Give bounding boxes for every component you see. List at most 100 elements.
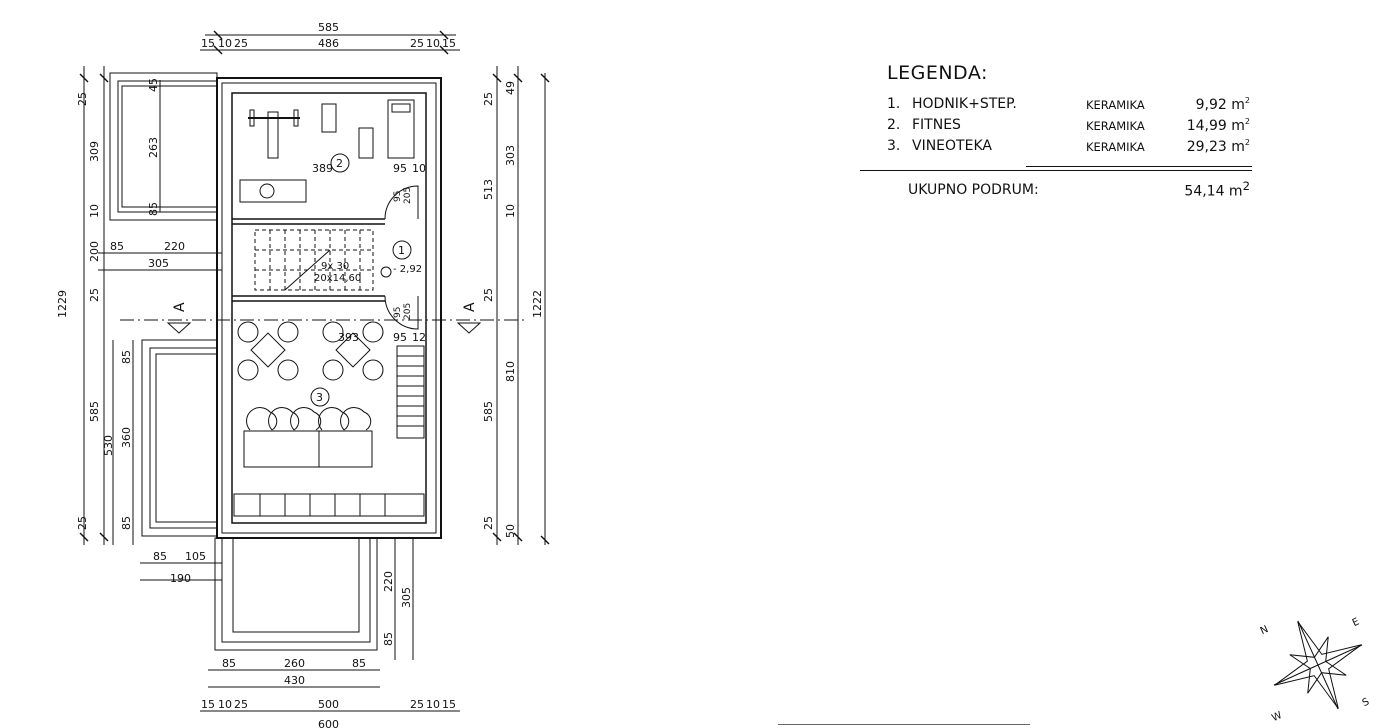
dim-well2-85b: 85	[120, 516, 133, 530]
light-well-top-left	[109, 72, 218, 221]
dim-mid-220: 220	[164, 240, 185, 253]
dim-right-bottom-stack: 25	[482, 516, 495, 530]
legend-rule-short	[1026, 166, 1252, 167]
legend-area: 9,92 m2	[1195, 96, 1250, 113]
bottom-divider	[778, 724, 1030, 725]
legend-num: 3.	[887, 138, 901, 154]
legend-row-1: 1. HODNIK+STEP. KERAMIKA 9,92 m2	[860, 96, 1260, 117]
outer-wall-inner	[221, 82, 437, 534]
dim-left-bottom-stack: 25	[76, 516, 89, 530]
dim-br-220: 220	[382, 571, 395, 592]
dim-right-25: 25	[482, 288, 495, 302]
dim-br-305: 305	[400, 587, 413, 608]
dim-bot-85: 85	[222, 657, 236, 670]
dim-top-25r: 25	[410, 37, 424, 50]
dim-top-overall: 585	[318, 21, 339, 34]
door2-width: 95	[393, 331, 407, 344]
dim-left-585: 585	[88, 401, 101, 422]
level-mark: - 2,92	[393, 264, 422, 275]
dim-well-263: 263	[147, 137, 160, 158]
dim-bot-25: 25	[234, 698, 248, 711]
compass-w: W	[1270, 710, 1284, 724]
dim-bot-430: 430	[284, 674, 305, 687]
legend-material: KERAMIKA	[1086, 119, 1145, 133]
legend-total-area: 54,14 m2	[1184, 179, 1250, 200]
door-swing-1	[384, 185, 419, 220]
bar-counter	[243, 430, 373, 468]
wine-rack-bottom	[233, 493, 425, 517]
dim-top-486: 486	[318, 37, 339, 50]
compass-rose: N E S W	[1259, 616, 1371, 724]
dim-well2-530: 530	[102, 435, 115, 456]
section-label-right: A	[462, 302, 478, 312]
legend-rule	[860, 170, 1252, 171]
legend-room-name: HODNIK+STEP.	[912, 96, 1017, 112]
room-number-1: 1	[398, 244, 405, 257]
stair-rise: 20x14,60	[314, 273, 361, 284]
dim-right-10: 10	[504, 204, 517, 218]
legend-material: KERAMIKA	[1086, 98, 1145, 112]
dim-right-50: 50	[504, 524, 517, 538]
dim-bot-15r: 15	[442, 698, 456, 711]
dim-right-585: 585	[482, 401, 495, 422]
door1-205: 205	[403, 187, 413, 204]
dim-bot-10r: 10	[426, 698, 440, 711]
stair-steps: 9x 30	[321, 261, 349, 272]
door-swing-2	[384, 295, 419, 330]
dim-mid-85: 85	[110, 240, 124, 253]
room2-width: 389	[312, 162, 333, 175]
inner-wall	[231, 92, 427, 524]
compass-n: N	[1259, 624, 1270, 637]
legend-row-3: 3. VINEOTEKA KERAMIKA 29,23 m2	[860, 138, 1260, 159]
room-number-3: 3	[316, 391, 323, 404]
door2-wall: 12	[412, 331, 426, 344]
legend-panel: LEGENDA: 1. HODNIK+STEP. KERAMIKA 9,92 m…	[860, 62, 1260, 200]
dim-right-810: 810	[504, 361, 517, 382]
room-number-2: 2	[336, 157, 343, 170]
legend-area: 14,99 m2	[1186, 117, 1250, 134]
door2-95: 95	[393, 307, 403, 318]
dimension-ticks	[79, 30, 550, 545]
dim-right-49: 49	[504, 81, 517, 95]
door1-width: 95	[393, 162, 407, 175]
table-set-2	[322, 321, 384, 381]
legend-num: 1.	[887, 96, 901, 112]
section-arrow-right	[456, 322, 482, 334]
dim-right-513: 513	[482, 179, 495, 200]
dim-bot-500: 500	[318, 698, 339, 711]
legend-num: 2.	[887, 117, 901, 133]
dim-left-10: 10	[88, 204, 101, 218]
dim-low-105: 105	[185, 550, 206, 563]
dim-well-85: 85	[147, 202, 160, 216]
dim-top-10: 10	[218, 37, 232, 50]
dim-bot-10: 10	[218, 698, 232, 711]
legend-material: KERAMIKA	[1086, 140, 1145, 154]
dim-low-190: 190	[170, 572, 191, 585]
dim-left-top-stack: 25	[76, 92, 89, 106]
bar-stools	[246, 407, 372, 431]
dim-left-overall: 1229	[56, 290, 69, 318]
section-label-left: A	[172, 302, 188, 312]
dim-top-15: 15	[201, 37, 215, 50]
legend-room-name: FITNES	[912, 117, 961, 133]
dim-bot-600: 600	[318, 718, 339, 728]
dim-bot-15: 15	[201, 698, 215, 711]
dim-bot-85r: 85	[352, 657, 366, 670]
light-well-mid-left	[141, 339, 218, 537]
room3-width: 393	[338, 331, 359, 344]
compass-s: S	[1361, 696, 1371, 709]
dim-br-85: 85	[382, 632, 395, 646]
compass-e: E	[1351, 616, 1361, 629]
dim-left-200: 200	[88, 241, 101, 262]
wine-rack-side	[396, 345, 425, 439]
legend-row-2: 2. FITNES KERAMIKA 14,99 m2	[860, 117, 1260, 138]
dim-low-85: 85	[153, 550, 167, 563]
dim-well2-360: 360	[120, 427, 133, 448]
dimension-lines	[83, 34, 546, 712]
staircase	[254, 229, 374, 291]
dim-left-25a: 25	[88, 288, 101, 302]
dim-top-15r: 15	[442, 37, 456, 50]
dim-well2-85: 85	[120, 350, 133, 364]
dim-top-25: 25	[234, 37, 248, 50]
